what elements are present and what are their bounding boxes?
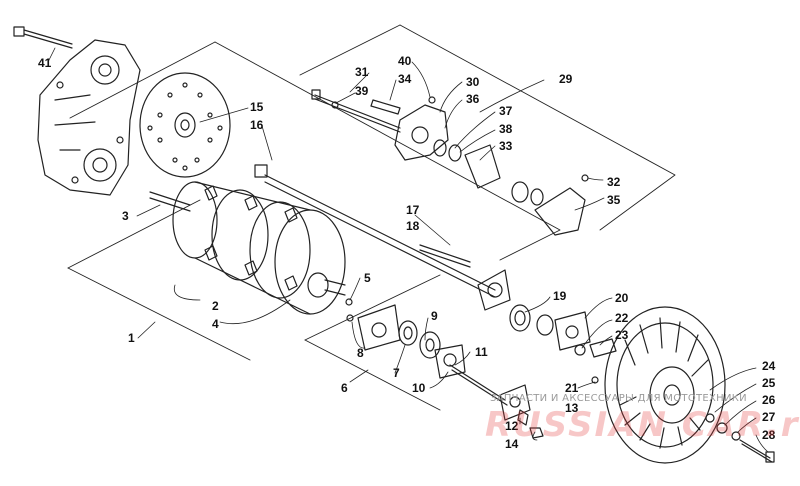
driven-mount-bracket (477, 269, 617, 358)
callout-22: 22 (615, 311, 629, 325)
driven-shaft (254, 164, 496, 298)
callout-40: 40 (398, 54, 412, 68)
callout-11: 11 (475, 345, 488, 359)
callout-10: 10 (412, 381, 426, 395)
callout-34: 34 (398, 72, 412, 86)
callout-25: 25 (762, 376, 776, 390)
driven-pulley (604, 306, 726, 464)
callout-37: 37 (499, 104, 513, 118)
callout-27: 27 (762, 410, 776, 424)
callout-5: 5 (364, 271, 371, 285)
callout-31: 31 (355, 65, 369, 79)
callout-30: 30 (466, 75, 480, 89)
group-frame-lines (67, 24, 676, 411)
callout-3: 3 (122, 209, 129, 223)
callout-29: 29 (559, 72, 573, 86)
brake-disc (139, 72, 231, 178)
callout-18: 18 (406, 219, 420, 233)
leader-lines (47, 47, 769, 453)
callout-21: 21 (565, 381, 579, 395)
callout-24: 24 (762, 359, 776, 373)
watermark-text: ЗАПЧАСТИ И АКСЕССУАРЫ ДЛЯ МОТОТЕХНИКИ (490, 393, 747, 404)
callout-38: 38 (499, 122, 513, 136)
callout-13: 13 (565, 401, 579, 415)
callout-35: 35 (607, 193, 621, 207)
callout-20: 20 (615, 291, 629, 305)
callout-4: 4 (212, 317, 219, 331)
callout-41: 41 (38, 56, 52, 70)
callout-16: 16 (250, 118, 264, 132)
watermark-logo: RUSSIAN CAR.ru (485, 405, 800, 445)
callout-33: 33 (499, 139, 513, 153)
callout-36: 36 (466, 92, 480, 106)
callout-8: 8 (357, 346, 364, 360)
callout-7: 7 (393, 366, 400, 380)
callout-9: 9 (431, 309, 438, 323)
callout-2: 2 (212, 299, 219, 313)
callout-17: 17 (406, 203, 420, 217)
callout-15: 15 (250, 100, 264, 114)
drive-axle-sprockets (149, 181, 346, 315)
brake-caliper (311, 89, 589, 236)
callout-14: 14 (505, 437, 519, 451)
callout-19: 19 (553, 289, 567, 303)
gear-case (37, 39, 141, 196)
callout-6: 6 (341, 381, 348, 395)
bearing-housings (345, 298, 544, 439)
callout-39: 39 (355, 84, 369, 98)
callout-28: 28 (762, 428, 776, 442)
callout-23: 23 (615, 328, 629, 342)
callout-32: 32 (607, 175, 621, 189)
callout-12: 12 (505, 419, 519, 433)
callout-26: 26 (762, 393, 776, 407)
pulley-fasteners (591, 376, 775, 463)
callout-1: 1 (128, 331, 135, 345)
bolt-41 (13, 26, 73, 49)
